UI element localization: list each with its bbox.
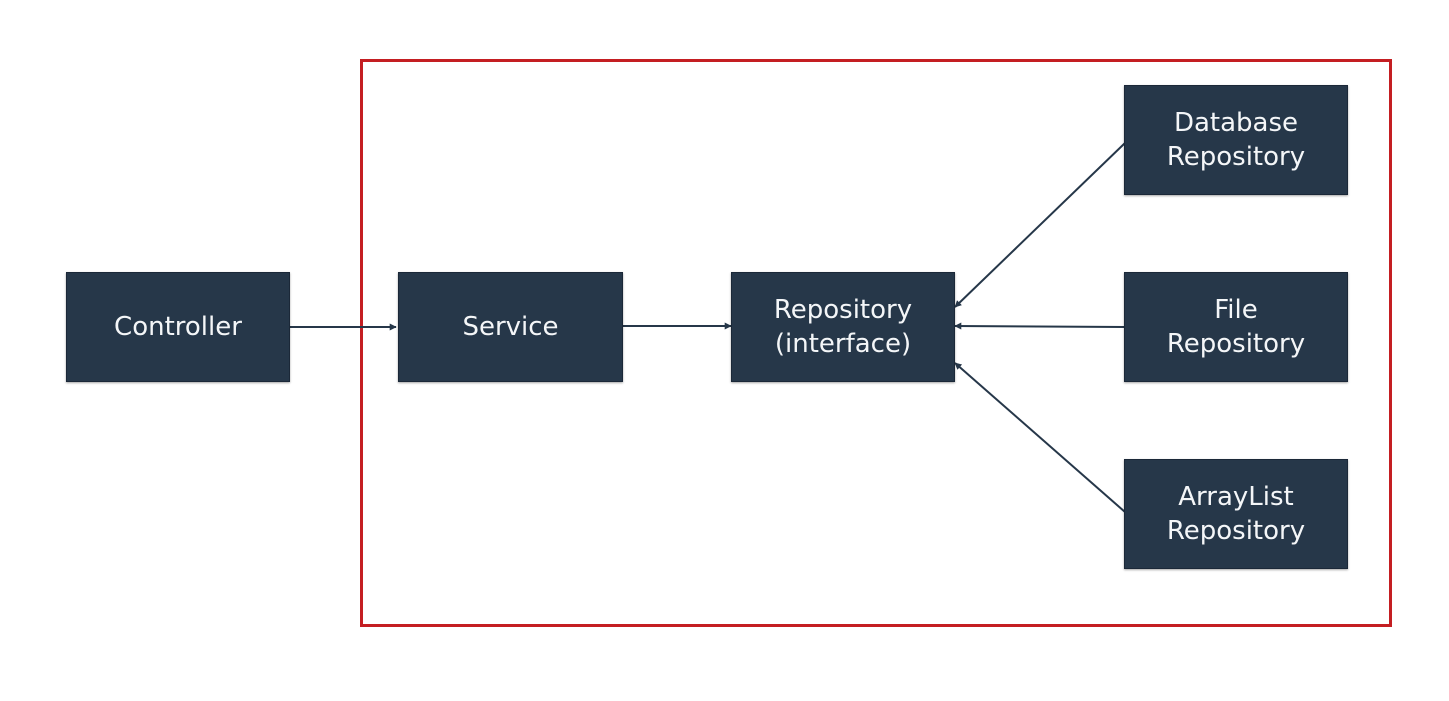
edge-arraylist-repository-to-repository <box>954 362 1126 513</box>
database-repository-label-line-2: Repository <box>1166 142 1306 172</box>
service-node: Service <box>398 272 623 382</box>
edge-file-repository-to-repository <box>954 322 1126 330</box>
controller-node-label: Controller <box>114 312 242 342</box>
service-node-label: Service <box>462 312 559 342</box>
controller-node: Controller <box>66 272 290 382</box>
repository-interface-node: Repository (interface) <box>731 272 955 382</box>
file-repository-label-line-2: Repository <box>1166 329 1306 359</box>
file-repository-label-line-1: File <box>1214 295 1258 325</box>
repository-interface-label-line-1: Repository <box>773 295 913 325</box>
repository-interface-label-line-2: (interface) <box>774 329 912 359</box>
application-boundary-frame <box>360 59 1392 627</box>
database-repository-node: Database Repository <box>1124 85 1348 195</box>
database-repository-label-line-1: Database <box>1173 108 1299 138</box>
arraylist-repository-label-line-1: ArrayList <box>1178 482 1294 512</box>
arraylist-repository-node: ArrayList Repository <box>1124 459 1348 569</box>
arraylist-repository-label-line-2: Repository <box>1166 516 1306 546</box>
edge-database-repository-to-repository <box>954 142 1126 308</box>
file-repository-node: File Repository <box>1124 272 1348 382</box>
